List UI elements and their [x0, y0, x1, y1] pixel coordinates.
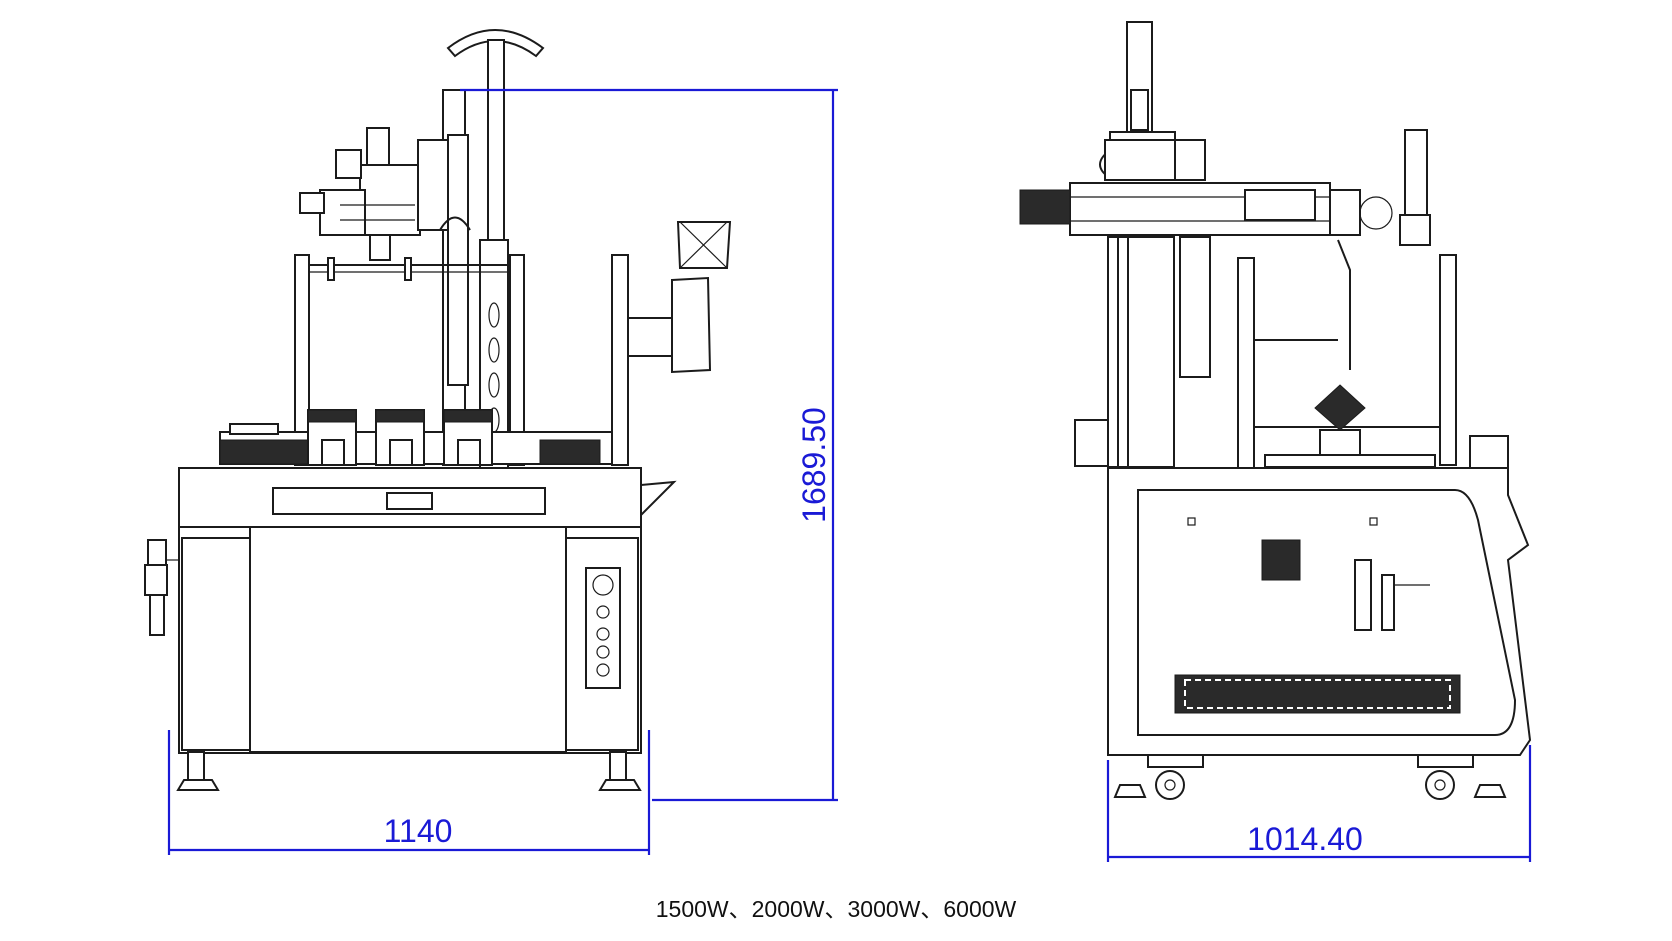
- height-dimension-label: 1689.50: [796, 407, 832, 523]
- side-cabinet: [1074, 419, 1532, 756]
- side-horizontal-arm: [1019, 139, 1331, 236]
- power-options-caption: 1500W、2000W、3000W、6000W: [655, 896, 1017, 922]
- front-base-cabinet: [178, 467, 677, 754]
- front-fixtures: [219, 409, 621, 466]
- front-monitor-arm: [611, 221, 732, 466]
- width-dimension-label: 1140: [384, 813, 453, 849]
- front-view: 1140 1689.50: [144, 29, 838, 855]
- side-wheels: [1113, 754, 1507, 800]
- height-dimension: 1689.50: [460, 88, 838, 802]
- side-laser-head: [1329, 129, 1431, 370]
- depth-dimension-label: 1014.40: [1247, 821, 1363, 857]
- side-top-tube: [1099, 21, 1176, 179]
- front-gantry-frame: [294, 254, 525, 466]
- front-feet: [176, 751, 642, 791]
- side-view: 1014.40: [1019, 21, 1532, 862]
- side-depth-dimension: 1014.40: [1106, 745, 1532, 862]
- front-air-filter: [144, 539, 180, 636]
- front-width-dimension: 1140: [167, 730, 651, 855]
- front-laser-head: [299, 127, 471, 261]
- side-frame-columns: [1107, 236, 1457, 469]
- side-fixture: [1264, 384, 1436, 468]
